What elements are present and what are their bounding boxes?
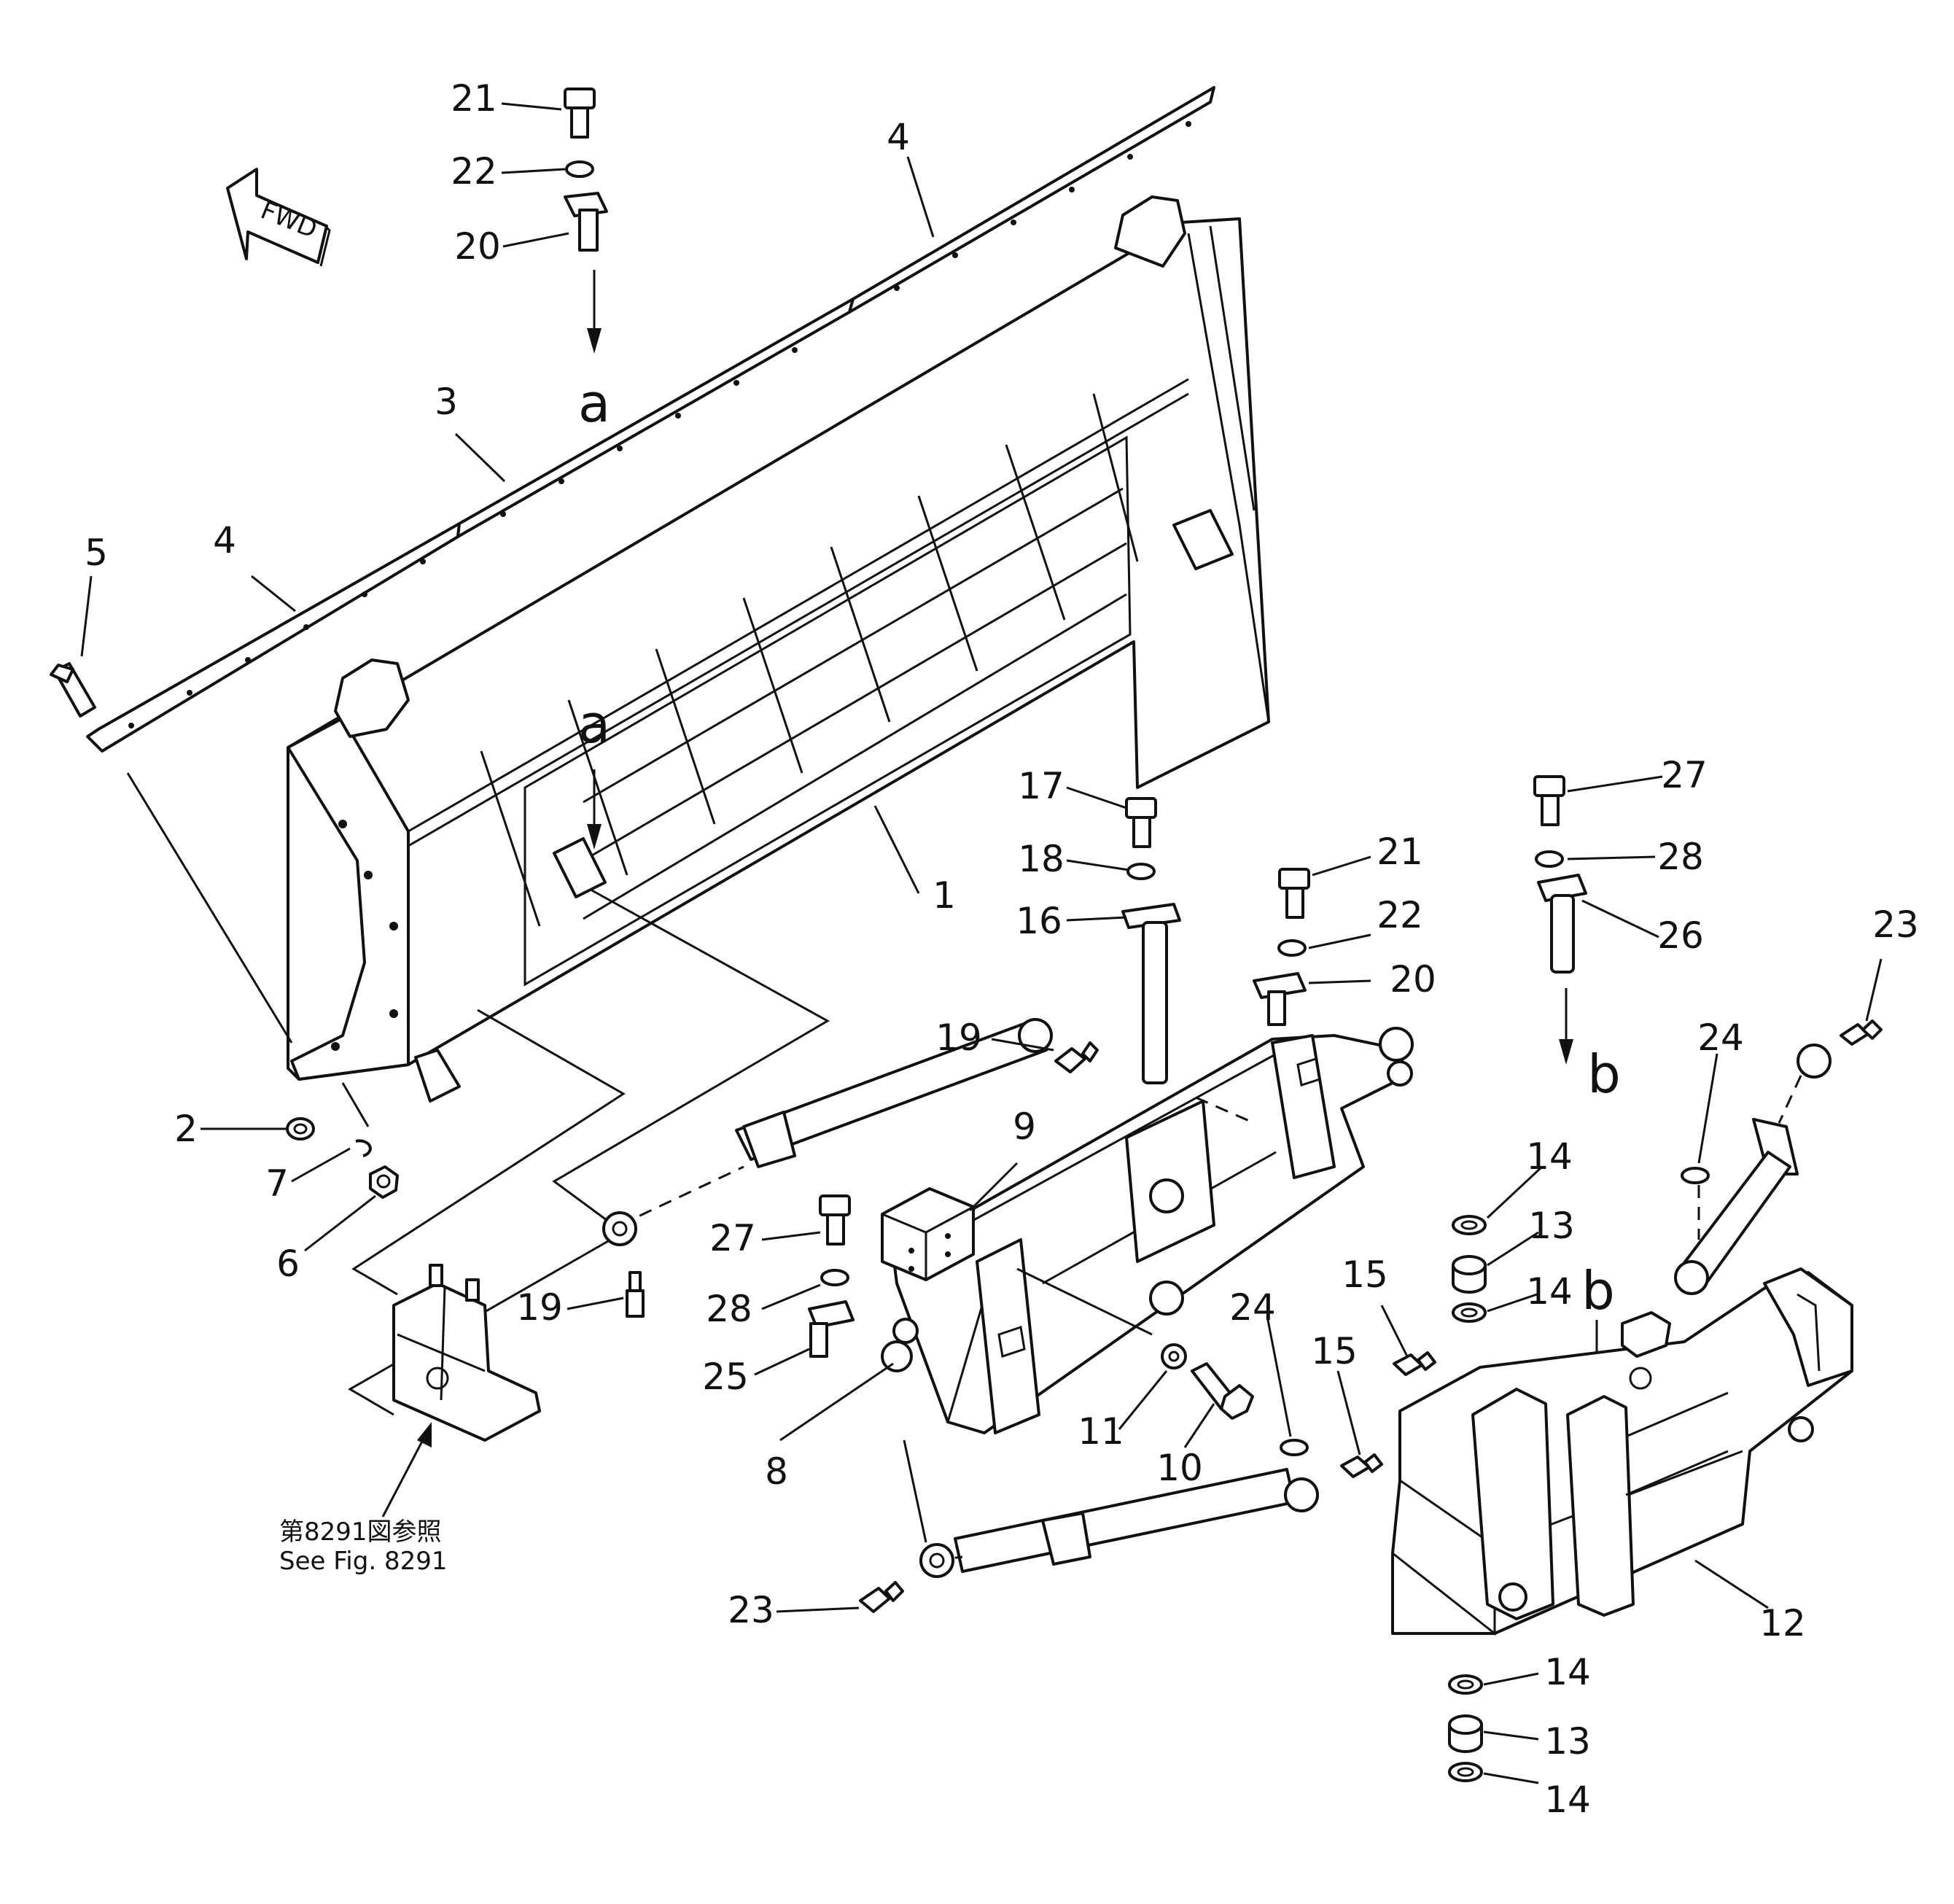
washer-icon bbox=[1535, 850, 1564, 868]
reference-note-jp: 第8291図参照 bbox=[279, 1518, 442, 1547]
callout-22: 22 bbox=[451, 150, 497, 193]
bushing-stack-upper bbox=[1452, 1215, 1487, 1323]
view-letter-a: a bbox=[578, 373, 610, 434]
washer-icon bbox=[286, 1117, 315, 1141]
pivot-bracket bbox=[1391, 1267, 1853, 1636]
callout-13: 13 bbox=[1544, 1720, 1591, 1763]
callout-12: 12 bbox=[1759, 1602, 1806, 1644]
grease-fitting-icon bbox=[1840, 1019, 1883, 1046]
callout-9: 9 bbox=[1013, 1106, 1036, 1148]
callout-19: 19 bbox=[516, 1286, 563, 1329]
callout-3: 3 bbox=[435, 381, 458, 423]
hex-bolt-icon bbox=[819, 1194, 851, 1246]
callout-10: 10 bbox=[1156, 1447, 1203, 1489]
hydraulic-cylinder-lower bbox=[919, 1468, 1319, 1578]
grease-fitting-icon bbox=[1054, 1041, 1099, 1073]
callout-7: 7 bbox=[265, 1162, 289, 1205]
a-frame bbox=[881, 1027, 1414, 1434]
washer-icon bbox=[820, 1269, 849, 1286]
callout-6: 6 bbox=[276, 1243, 300, 1285]
view-letter-b: b bbox=[1587, 1044, 1621, 1105]
callout-28: 28 bbox=[706, 1288, 752, 1330]
long-pin-icon bbox=[1537, 874, 1587, 974]
hydraulic-cylinder-right bbox=[1674, 1044, 1832, 1295]
washer-icon bbox=[1280, 1439, 1309, 1456]
callout-15: 15 bbox=[1311, 1330, 1358, 1372]
grease-fitting-icon bbox=[1340, 1453, 1383, 1478]
hex-bolt-icon bbox=[1278, 868, 1310, 919]
callout-26: 26 bbox=[1657, 914, 1704, 957]
view-letter-b: b bbox=[1581, 1260, 1615, 1321]
callout-16: 16 bbox=[1016, 900, 1062, 942]
hex-nut-icon bbox=[369, 1165, 399, 1199]
callout-24: 24 bbox=[1697, 1017, 1744, 1059]
callout-23: 23 bbox=[728, 1589, 774, 1631]
callout-15: 15 bbox=[1342, 1254, 1388, 1296]
callout-27: 27 bbox=[1661, 754, 1708, 796]
callout-20: 20 bbox=[1390, 958, 1436, 1000]
callout-28: 28 bbox=[1657, 836, 1704, 878]
lock-washer-icon bbox=[355, 1139, 372, 1157]
hex-bolt-icon bbox=[1191, 1362, 1254, 1420]
valve-unit bbox=[392, 1264, 541, 1442]
callout-11: 11 bbox=[1078, 1410, 1124, 1453]
hydraulic-cylinder-upper bbox=[602, 1018, 1053, 1246]
washer-icon bbox=[1277, 939, 1307, 957]
callout-2: 2 bbox=[174, 1108, 198, 1150]
callout-17: 17 bbox=[1018, 765, 1064, 807]
cutting-edge-strip bbox=[86, 86, 1215, 753]
callout-14: 14 bbox=[1526, 1270, 1573, 1313]
reference-note-en: See Fig. 8291 bbox=[279, 1547, 447, 1576]
pin-icon bbox=[564, 192, 608, 252]
hex-bolt-icon bbox=[1533, 775, 1565, 826]
hex-bolt-icon bbox=[564, 88, 596, 139]
callout-1: 1 bbox=[933, 874, 956, 917]
washer-icon bbox=[1126, 863, 1156, 880]
callout-21: 21 bbox=[1377, 831, 1423, 873]
callout-22: 22 bbox=[1377, 894, 1423, 936]
callout-5: 5 bbox=[85, 532, 108, 574]
pin-icon bbox=[1253, 972, 1307, 1026]
grease-fitting-icon bbox=[1393, 1351, 1436, 1376]
long-pin-icon bbox=[1121, 903, 1181, 1084]
pin-icon bbox=[808, 1300, 855, 1358]
callout-14: 14 bbox=[1526, 1135, 1573, 1178]
callout-4: 4 bbox=[213, 519, 236, 562]
callout-21: 21 bbox=[451, 77, 497, 120]
washer-icon bbox=[1681, 1167, 1710, 1184]
callout-18: 18 bbox=[1018, 838, 1064, 880]
callout-20: 20 bbox=[454, 225, 501, 268]
callout-25: 25 bbox=[702, 1356, 749, 1398]
callout-19: 19 bbox=[935, 1017, 982, 1059]
washer-hole bbox=[293, 1123, 308, 1135]
callout-8: 8 bbox=[765, 1450, 788, 1493]
grease-fitting-icon bbox=[859, 1581, 904, 1613]
callout-14: 14 bbox=[1544, 1779, 1591, 1821]
blade-assembly bbox=[287, 195, 1270, 1103]
view-letter-a: a bbox=[578, 693, 610, 755]
bushing-stack-lower bbox=[1448, 1674, 1483, 1782]
callout-23: 23 bbox=[1872, 904, 1919, 946]
plow-bolt-icon bbox=[50, 662, 96, 718]
callout-13: 13 bbox=[1528, 1205, 1575, 1247]
callout-4: 4 bbox=[887, 116, 910, 158]
washer-icon bbox=[565, 160, 594, 178]
mounting-block bbox=[881, 1187, 975, 1281]
washer-hole bbox=[1168, 1351, 1180, 1362]
callout-24: 24 bbox=[1229, 1286, 1276, 1329]
callout-14: 14 bbox=[1544, 1651, 1591, 1693]
callout-27: 27 bbox=[709, 1217, 756, 1259]
fwd-arrow-icon: FWD bbox=[226, 168, 331, 267]
washer-icon bbox=[1161, 1343, 1187, 1369]
hex-bolt-icon bbox=[1125, 797, 1157, 848]
grease-fitting-icon bbox=[626, 1271, 645, 1318]
